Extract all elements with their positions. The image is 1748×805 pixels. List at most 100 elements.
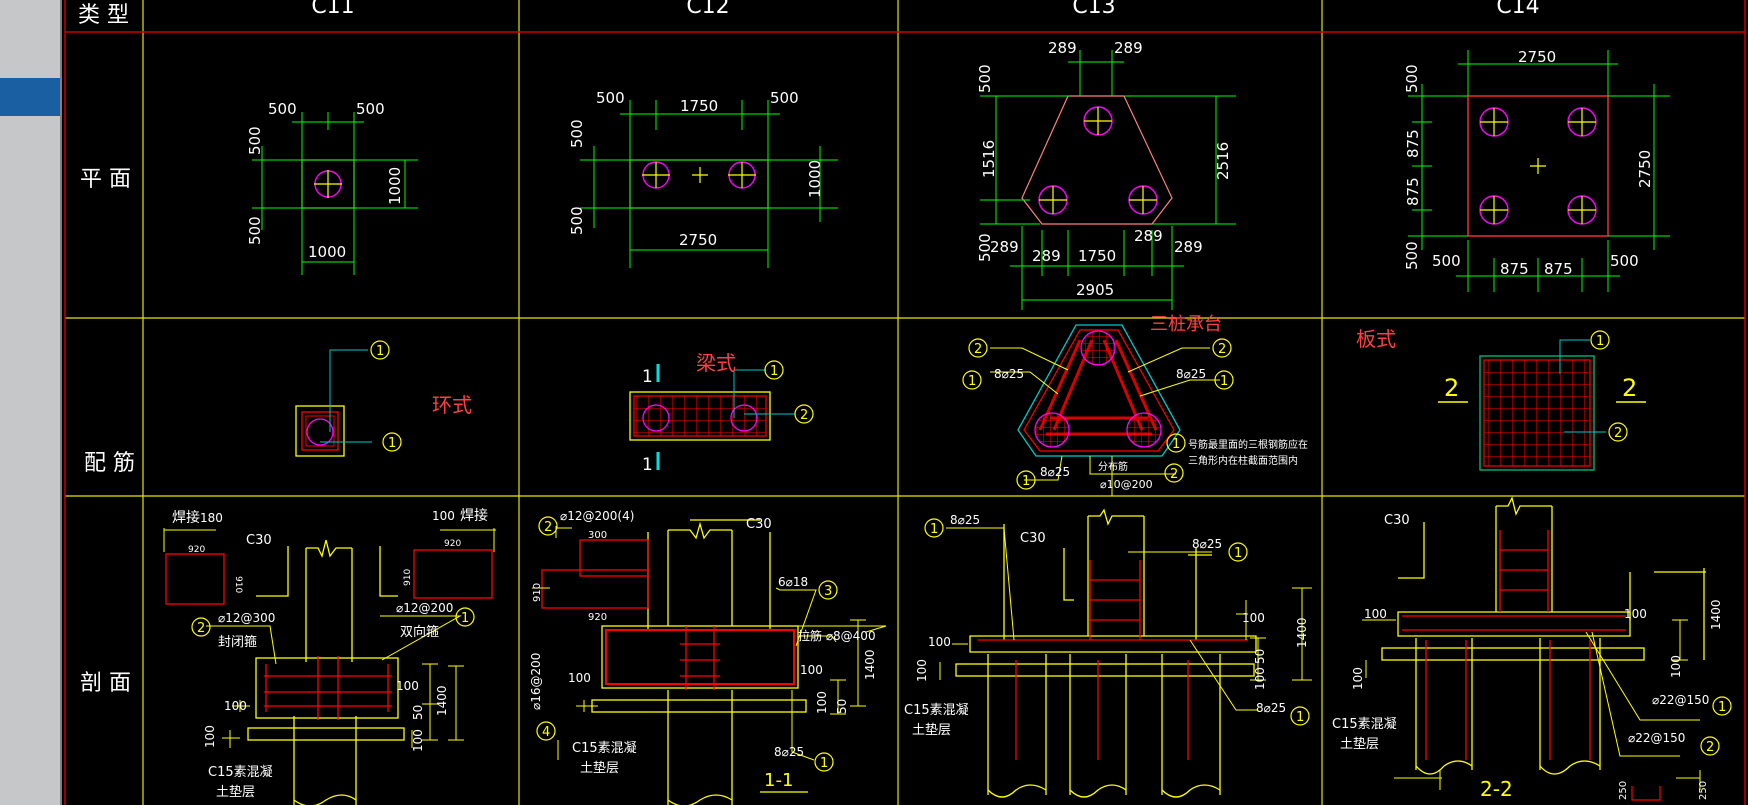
plan-c13: 289 289 500 1516 2516 500 289 289 1750 2… bbox=[976, 39, 1236, 310]
rebar-spec: 8⌀25 bbox=[774, 745, 804, 759]
dim-label: 875 bbox=[1500, 260, 1529, 278]
type-label-ring: 环式 bbox=[432, 393, 472, 417]
rebar-note: 三角形内在柱截面范围内 bbox=[1188, 454, 1298, 467]
dim-label: 875 bbox=[1404, 129, 1422, 158]
dim-label: 500 bbox=[1432, 252, 1461, 270]
header-row: 类 型 C11 C12 C13 C14 bbox=[78, 0, 1540, 28]
dim-label: 180 bbox=[200, 511, 223, 525]
dim-label: 1400 bbox=[1295, 617, 1309, 648]
dim-label: 289 bbox=[1032, 247, 1061, 265]
dim-label: 500 bbox=[596, 89, 625, 107]
table-grid bbox=[65, 0, 1745, 805]
section-c13: 1 1 1 8⌀25 8⌀25 8⌀25 C30 100 100 50 1400… bbox=[904, 508, 1312, 798]
rebar-spec: 8⌀25 bbox=[1256, 701, 1286, 715]
callout-1-icon: 1 bbox=[455, 607, 475, 627]
callout-1-icon: 1 bbox=[1228, 542, 1248, 562]
svg-text:1: 1 bbox=[968, 374, 976, 389]
dim-label: 500 bbox=[246, 216, 264, 245]
callout-1-icon: 1 bbox=[1166, 433, 1186, 453]
callout-1-icon: 1 bbox=[1214, 370, 1234, 390]
rebar-spec: 拉筋 ⌀8@400 bbox=[798, 628, 876, 643]
callout-1-icon: 1 bbox=[1290, 706, 1310, 726]
dim-label: 289 bbox=[990, 238, 1019, 256]
dim-label: 289 bbox=[1114, 39, 1143, 57]
rebar-spec-name: 封闭箍 bbox=[218, 634, 257, 650]
plan-c14: 2750 500 875 875 500 2750 500 875 875 50… bbox=[1403, 48, 1670, 292]
dim-label: 500 bbox=[1610, 252, 1639, 270]
cad-drawing-canvas[interactable]: 类 型 C11 C12 C13 C14 平 面 配 筋 剖 面 500 500 … bbox=[62, 0, 1748, 805]
dim-label: 100 bbox=[915, 659, 929, 682]
svg-text:1: 1 bbox=[1220, 374, 1228, 389]
svg-text:1: 1 bbox=[820, 756, 828, 771]
column-header-c12: C12 bbox=[686, 0, 729, 19]
svg-text:1: 1 bbox=[1172, 437, 1180, 452]
dim-label: 1750 bbox=[1078, 247, 1116, 265]
svg-text:1: 1 bbox=[1022, 474, 1030, 489]
svg-text:1: 1 bbox=[461, 611, 469, 626]
plan-c12: 500 1750 500 500 500 2750 1000 bbox=[568, 89, 838, 268]
dim-label: 289 bbox=[1174, 238, 1203, 256]
dim-label: 100 bbox=[432, 509, 455, 523]
dim-label: 289 bbox=[1134, 227, 1163, 245]
dim-label: 500 bbox=[568, 206, 586, 235]
dim-label: 50 bbox=[835, 699, 849, 714]
rebar-callout-text: ⌀10@200 bbox=[1100, 478, 1153, 491]
dim-label: 100 bbox=[1242, 611, 1265, 625]
concrete-note: C15素混凝 bbox=[208, 764, 273, 780]
type-label-three-pile: 三桩承台 bbox=[1150, 314, 1222, 335]
dim-label: 500 bbox=[1403, 64, 1421, 93]
dim-label: 500 bbox=[770, 89, 799, 107]
callout-2-icon: 2 bbox=[794, 404, 814, 424]
dim-label: 250 bbox=[1618, 781, 1629, 800]
dim-label: 1400 bbox=[435, 685, 449, 716]
svg-text:1: 1 bbox=[376, 344, 384, 359]
rebar-spec-name: 双向箍 bbox=[400, 624, 439, 640]
type-label-beam: 梁式 bbox=[696, 351, 736, 375]
dim-label: 875 bbox=[1404, 177, 1422, 206]
weld-label: 焊接 bbox=[172, 509, 200, 526]
rebar-callout-text: 8⌀25 bbox=[1176, 367, 1206, 381]
section-mark: 1 bbox=[642, 367, 653, 387]
callout-2-icon: 2 bbox=[1212, 338, 1232, 358]
rebar-spec: ⌀12@300 bbox=[218, 611, 275, 625]
callout-1-icon: 1 bbox=[924, 518, 944, 538]
rebar-spec: 8⌀25 bbox=[1192, 537, 1222, 551]
dim-label: 875 bbox=[1544, 260, 1573, 278]
dim-label: 100 bbox=[1253, 667, 1267, 690]
dim-label: 100 bbox=[203, 725, 217, 748]
dim-label: 500 bbox=[356, 100, 385, 118]
dim-label: 100 bbox=[568, 671, 591, 685]
sidebar-active-tab[interactable] bbox=[0, 78, 60, 116]
dim-label: 500 bbox=[1403, 241, 1421, 270]
dim-label: 2750 bbox=[1518, 48, 1556, 66]
dim-label: 100 bbox=[411, 729, 425, 752]
table-border bbox=[64, 0, 1746, 805]
dim-label: 100 bbox=[815, 691, 829, 714]
concrete-note: 土垫层 bbox=[1340, 736, 1379, 752]
concrete-note: C15素混凝 bbox=[1332, 716, 1397, 732]
svg-text:1: 1 bbox=[1234, 546, 1242, 561]
svg-text:1: 1 bbox=[1596, 334, 1604, 349]
concrete-grade: C30 bbox=[246, 533, 272, 548]
svg-text:1: 1 bbox=[770, 364, 778, 379]
callout-2-icon: 2 bbox=[968, 338, 988, 358]
rebar-spec: ⌀22@150 bbox=[1652, 693, 1709, 707]
dim-label: 500 bbox=[976, 233, 994, 262]
dim-label: 910 bbox=[233, 576, 243, 593]
dim-label: 100 bbox=[1624, 607, 1647, 621]
type-label-plate: 板式 bbox=[1356, 327, 1396, 351]
dim-label: 910 bbox=[532, 583, 543, 602]
callout-3-icon: 3 bbox=[818, 580, 838, 600]
concrete-grade: C30 bbox=[1384, 513, 1410, 528]
section-title: 2-2 bbox=[1480, 777, 1513, 801]
dim-label: 100 bbox=[800, 663, 823, 677]
dim-label: 2905 bbox=[1076, 281, 1114, 299]
column-header-c11: C11 bbox=[311, 0, 354, 19]
dim-label: 100 bbox=[396, 679, 419, 693]
rebar-callout-text: 8⌀25 bbox=[1040, 465, 1070, 479]
svg-text:4: 4 bbox=[542, 725, 550, 740]
callout-1-icon: 1 bbox=[382, 432, 402, 452]
section-mark: 1 bbox=[642, 455, 653, 475]
dim-label: 1400 bbox=[863, 649, 877, 680]
dim-label: 920 bbox=[444, 539, 461, 549]
